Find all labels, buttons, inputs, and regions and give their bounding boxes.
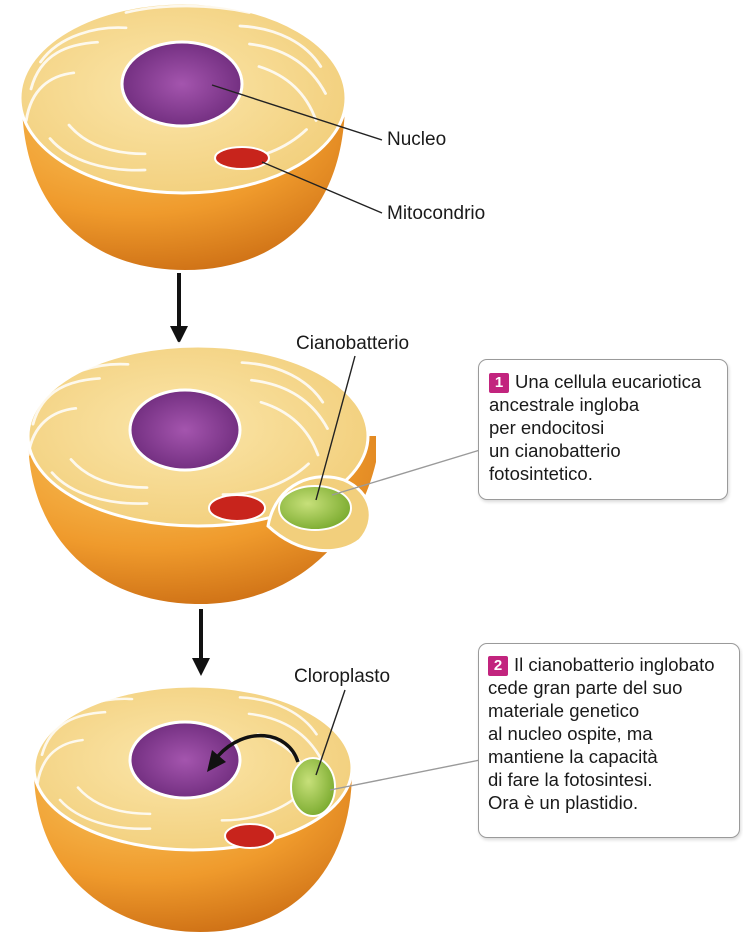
cell-3: [34, 679, 352, 932]
label-cianobatterio: Cianobatterio: [296, 333, 409, 354]
step-1-line-5: fotosintetico.: [489, 462, 719, 485]
label-nucleo: Nucleo: [387, 129, 446, 150]
step-2-badge: 2: [488, 656, 508, 676]
step-2-line-7: Ora è un plastidio.: [488, 791, 733, 814]
step-2-line-6: di fare la fotosintesi.: [488, 768, 733, 791]
arrow-down-2: [192, 609, 210, 676]
label-mitocondrio: Mitocondrio: [387, 203, 485, 224]
label-cloroplasto: Cloroplasto: [294, 666, 390, 687]
cell-1-nucleus: [122, 42, 242, 126]
cell-1-mitochondrion: [215, 147, 269, 169]
cell-2-nucleus: [130, 390, 240, 470]
step-1-line-4: un cianobatterio: [489, 439, 719, 462]
step-1-line-2: ancestrale ingloba: [489, 393, 719, 416]
cloroplasto-shape: [291, 758, 335, 816]
cell-2-mitochondrion: [209, 495, 265, 521]
step-2-line-4: al nucleo ospite, ma: [488, 722, 733, 745]
step-2-line-3: materiale genetico: [488, 699, 733, 722]
cell-3-mitochondrion: [225, 824, 275, 848]
step-2-line-5: mantiene la capacità: [488, 745, 733, 768]
cell-1: [20, 3, 346, 270]
step-1-badge: 1: [489, 373, 509, 393]
arrow-down-1: [170, 273, 188, 344]
step-2-line-2: cede gran parte del suo: [488, 676, 733, 699]
step-1-line-3: per endocitosi: [489, 416, 719, 439]
